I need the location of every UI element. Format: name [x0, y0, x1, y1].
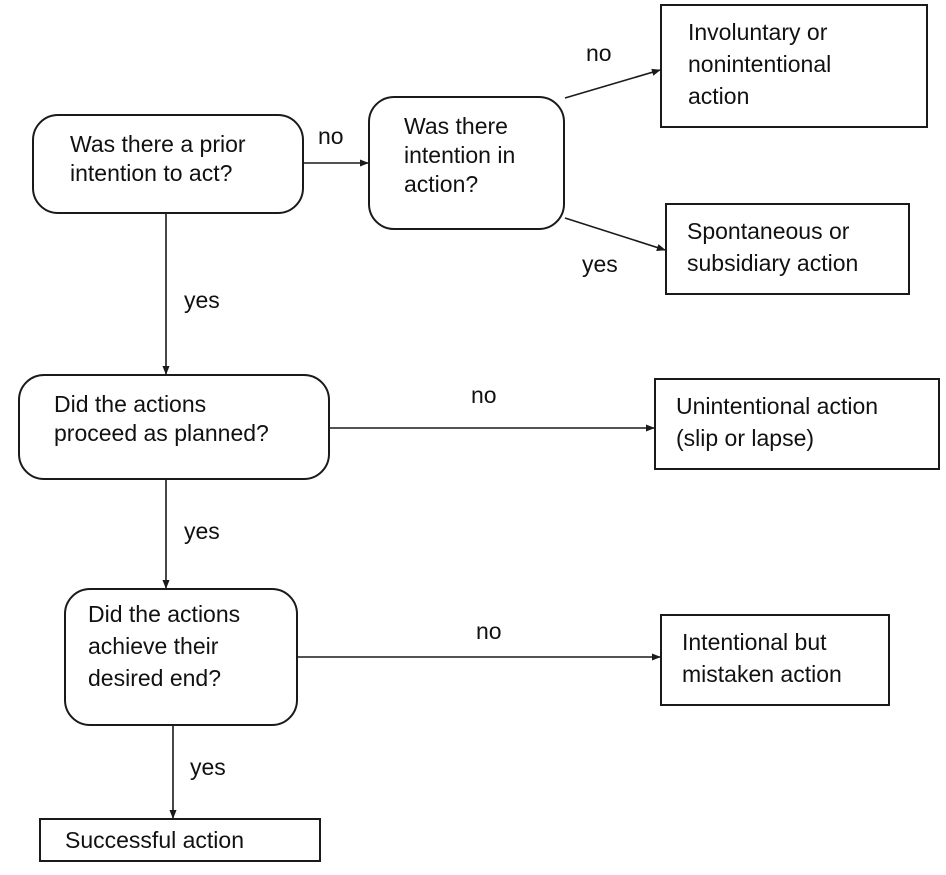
node-proceed-as-planned: Did the actions proceed as planned?	[18, 374, 330, 480]
node-text-line: Was there	[404, 113, 508, 139]
node-text-line: Did the actions	[54, 391, 207, 417]
arrow-inaction-yes	[564, 217, 666, 251]
node-text-line: Did the actions	[88, 601, 241, 627]
outcome-unintentional: Unintentional action (slip or lapse)	[654, 378, 940, 470]
node-text-line: desired end?	[88, 665, 221, 691]
node-intention-in-action: Was there intention in action?	[368, 96, 565, 230]
node-text-line: Successful action	[65, 827, 244, 853]
node-text-line: subsidiary action	[687, 250, 859, 276]
edge-label-achieve-no: no	[476, 618, 502, 644]
node-text-line: action	[688, 83, 750, 109]
outcome-involuntary: Involuntary or nonintentional action	[660, 4, 928, 128]
node-text-line: Involuntary or	[688, 19, 828, 45]
edge-label-prior-no: no	[318, 123, 344, 149]
edge-label-inaction-yes: yes	[582, 251, 618, 277]
edge-label-inaction-no: no	[586, 40, 612, 66]
edge-label-planned-yes: yes	[184, 518, 220, 544]
node-text-line: (slip or lapse)	[676, 425, 815, 451]
edge-label-planned-no: no	[471, 382, 497, 408]
node-text-line: nonintentional	[688, 51, 832, 77]
node-text-line: proceed as planned?	[54, 420, 269, 446]
node-text-line: achieve their	[88, 633, 219, 659]
outcome-successful: Successful action	[39, 818, 321, 862]
outcome-mistaken: Intentional but mistaken action	[660, 614, 890, 706]
node-text-line: Unintentional action	[676, 393, 879, 419]
node-text-line: intention in	[404, 142, 516, 168]
node-text-line: Intentional but	[682, 629, 827, 655]
node-text-line: Was there a prior	[70, 131, 246, 157]
node-text-line: mistaken action	[682, 661, 842, 687]
arrow-inaction-no	[564, 68, 661, 99]
node-text-line: Spontaneous or	[687, 218, 850, 244]
edge-label-prior-yes: yes	[184, 287, 220, 313]
node-prior-intention: Was there a prior intention to act?	[32, 114, 304, 214]
edge-label-achieve-yes: yes	[190, 754, 226, 780]
outcome-spontaneous: Spontaneous or subsidiary action	[665, 203, 910, 295]
node-text-line: intention to act?	[70, 160, 233, 186]
node-achieve-desired-end: Did the actions achieve their desired en…	[64, 588, 298, 726]
node-text-line: action?	[404, 171, 479, 197]
